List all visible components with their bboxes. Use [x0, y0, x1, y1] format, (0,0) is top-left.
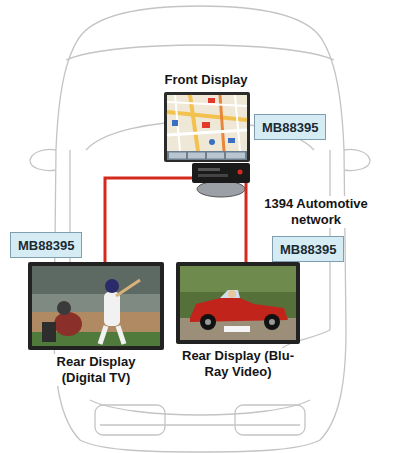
- chip-callout: MB88395: [10, 232, 82, 258]
- rear-display: Rear Display (Blu-Ray Video): [176, 262, 300, 382]
- chip-name: MB88395: [280, 242, 336, 257]
- display-heading: Rear Display (Blu-Ray Video): [180, 348, 296, 380]
- blu-ray-display-illustration: [176, 262, 300, 344]
- chip-name: MB88395: [18, 238, 74, 253]
- network-cable: [245, 202, 248, 262]
- display-heading: Front Display: [162, 72, 249, 88]
- chip-callout: MB88395: [272, 236, 344, 262]
- display-heading: Rear Display (Digital TV): [44, 354, 148, 386]
- rear-display: Rear Display (Digital TV): [28, 262, 164, 388]
- digital-tv-display-illustration: [28, 262, 164, 350]
- network-label: 1394 Automotive network: [256, 196, 376, 228]
- network-cable: [105, 178, 160, 262]
- front-display: Front Display: [160, 70, 252, 202]
- chip-name: MB88395: [262, 120, 318, 135]
- navigation-display-illustration: [160, 90, 252, 202]
- chip-callout: MB88395: [254, 114, 326, 140]
